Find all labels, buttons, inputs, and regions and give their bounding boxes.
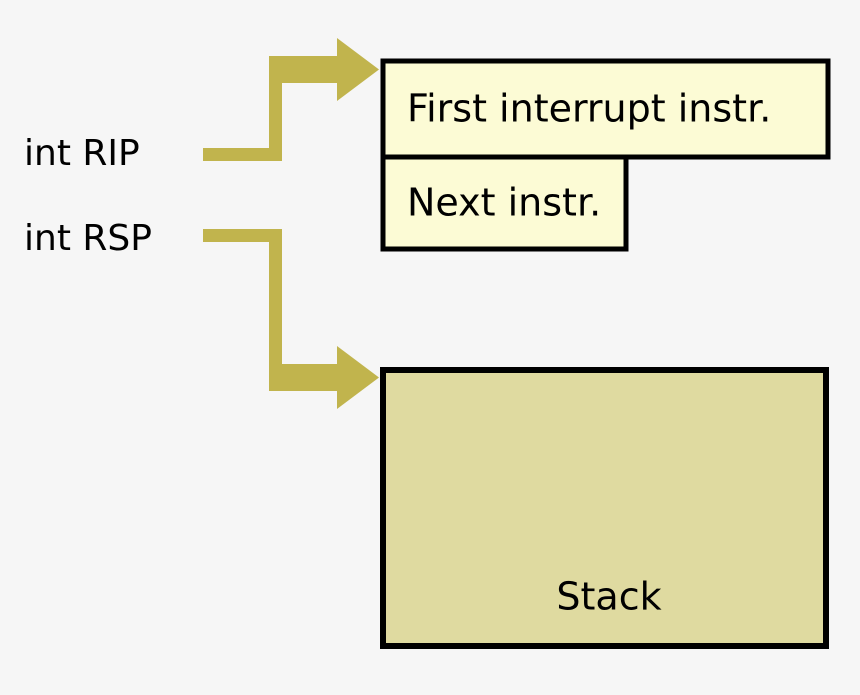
next-instr-label: Next instr. — [407, 181, 601, 225]
rsp-arrow-shape — [203, 229, 379, 409]
int-rsp-label: int RSP — [24, 218, 152, 259]
rsp-pointer-arrow — [203, 229, 379, 409]
next-instr-box: Next instr. — [380, 154, 629, 252]
first-interrupt-instr-box: First interrupt instr. — [380, 58, 831, 160]
stack-box: Stack — [380, 367, 829, 649]
next-instr-rect — [380, 154, 629, 252]
first-interrupt-instr-rect — [380, 58, 831, 160]
stack-label: Stack — [556, 575, 661, 619]
first-interrupt-instr-label: First interrupt instr. — [407, 87, 771, 131]
int-rip-label: int RIP — [24, 133, 140, 174]
rip-pointer-arrow — [203, 38, 379, 161]
rip-arrow-shape — [203, 38, 379, 161]
stack-rect — [380, 367, 829, 649]
